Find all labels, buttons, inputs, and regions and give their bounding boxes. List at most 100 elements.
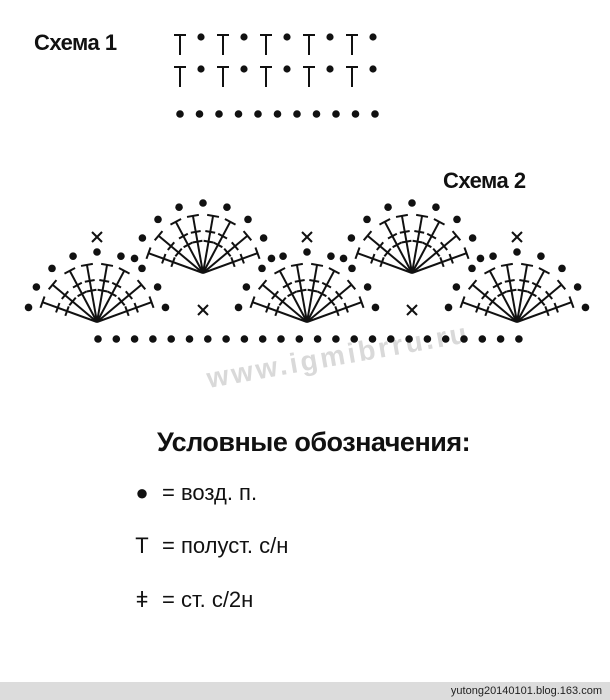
treble-top: [153, 230, 164, 241]
treble-top: [274, 267, 286, 275]
treble-stem: [96, 264, 109, 323]
treble-bar: [231, 241, 239, 251]
treble-stem: [306, 283, 353, 323]
treble-top: [354, 247, 361, 260]
treble-stem: [157, 234, 204, 274]
treble-bar: [488, 297, 497, 306]
chain-stitch: [244, 215, 252, 224]
chain-stitch: [69, 252, 77, 261]
treble-bar: [553, 302, 559, 313]
chain-stitch: [32, 283, 41, 291]
treble-top: [290, 262, 304, 267]
chain-stitch: [234, 110, 243, 118]
treble-bar: [125, 290, 133, 300]
treble-stem: [383, 221, 413, 274]
legend-row-chain: ● = возд. п.: [128, 480, 257, 506]
treble-bar: [370, 253, 376, 264]
legend-row-hdc: T = полуст. с/н: [128, 533, 288, 559]
chain-stitch: [453, 215, 461, 224]
treble-stem: [191, 215, 204, 274]
treble-stem: [516, 264, 529, 323]
chain-stitch: [432, 203, 440, 212]
treble-bar: [537, 297, 546, 306]
treble-top: [568, 296, 575, 309]
treble-stem: [278, 270, 308, 323]
schema-1-title: Схема 1: [34, 30, 117, 55]
treble-bar: [192, 239, 203, 244]
treble-bar: [77, 290, 87, 298]
treble-bar: [492, 281, 503, 289]
chain-stitch: [195, 110, 204, 118]
treble-top: [346, 279, 357, 290]
treble-bar: [68, 297, 77, 306]
treble-bar: [72, 281, 83, 289]
chain-stitch: [384, 203, 392, 212]
treble-bar: [484, 306, 490, 317]
treble-stem: [462, 301, 518, 323]
chain-stitch: [283, 33, 291, 41]
treble-top: [80, 262, 94, 267]
chain-stitch: [363, 215, 371, 224]
chain-stitch: [313, 335, 322, 343]
chain-stitch: [197, 65, 205, 73]
chain-stitch: [215, 110, 223, 118]
chain-stitch: [312, 110, 321, 118]
treble-top: [100, 262, 114, 267]
treble-bar: [161, 253, 167, 264]
chain-stitch: [408, 199, 416, 207]
treble-stem: [516, 283, 563, 323]
treble-top: [451, 230, 462, 241]
treble-bar: [517, 288, 528, 293]
treble-top: [39, 296, 46, 309]
treble-stem: [411, 234, 458, 274]
treble-bar: [335, 290, 343, 300]
treble-top: [500, 262, 514, 267]
chain-stitch: [94, 335, 102, 343]
treble-top: [362, 230, 373, 241]
treble-stem: [51, 283, 98, 323]
treble-top: [433, 218, 445, 226]
treble-stem: [516, 270, 546, 323]
chain-stitch-icon: ●: [135, 480, 149, 505]
treble-bar: [174, 248, 183, 257]
treble-bar: [440, 241, 448, 251]
chain-stitch: [167, 335, 175, 343]
chain-stitch: [476, 254, 485, 263]
treble-bar: [97, 288, 108, 293]
legend-title: Условные обозначения:: [157, 427, 471, 457]
chain-stitch: [537, 252, 545, 261]
chain-stitch: [254, 110, 262, 118]
treble-top: [358, 296, 365, 309]
treble-top: [538, 267, 550, 275]
treble-top: [170, 218, 182, 226]
chain-stitch: [332, 110, 340, 118]
chain-stitch: [176, 110, 184, 118]
treble-top: [463, 247, 470, 260]
treble-bar: [422, 241, 432, 249]
treble-top: [459, 296, 466, 309]
crochet-diagram: [24, 33, 590, 343]
treble-stem: [202, 252, 258, 274]
treble-top: [136, 279, 147, 290]
treble-bar: [217, 232, 228, 240]
treble-bar: [61, 290, 69, 300]
chain-stitch: [223, 203, 231, 212]
treble-bar: [506, 288, 517, 293]
chain-stitch: [460, 335, 468, 343]
treble-bar: [107, 290, 117, 298]
treble-stem: [96, 283, 143, 323]
chain-stitch: [303, 248, 311, 256]
treble-bar: [531, 281, 542, 289]
chain-stitch: [175, 203, 183, 212]
treble-stem: [306, 264, 319, 323]
chain-stitch: [240, 65, 248, 73]
footer-credit: yutong20140101.blog.163.com: [0, 682, 610, 700]
chain-stitch: [468, 234, 477, 242]
treble-bar: [387, 232, 398, 240]
treble-stem: [148, 252, 204, 274]
treble-bar: [64, 306, 70, 317]
treble-bar: [117, 297, 126, 306]
treble-bar: [294, 279, 305, 283]
chain-stitch: [515, 335, 523, 343]
chain-stitch: [348, 264, 356, 273]
